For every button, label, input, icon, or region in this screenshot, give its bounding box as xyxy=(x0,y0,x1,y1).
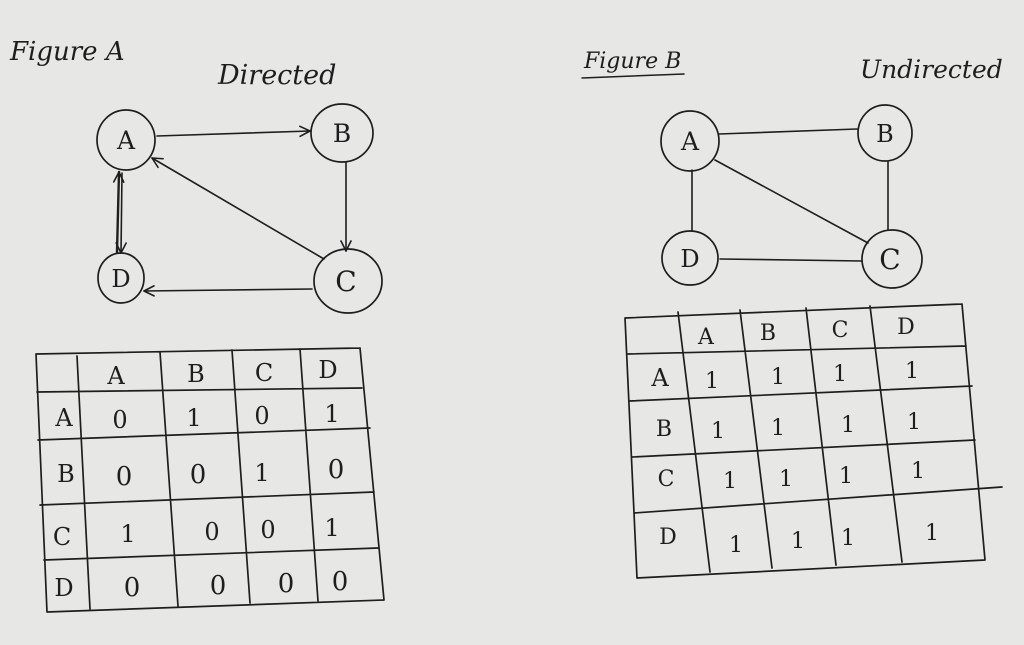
node-a-label: A xyxy=(116,126,136,155)
edge-a-c xyxy=(714,159,869,244)
matrix-b-cell: 1 xyxy=(779,467,793,492)
node-b-label: B xyxy=(333,119,351,148)
figure-a-edges xyxy=(112,125,352,297)
edge-c-to-a xyxy=(151,157,325,260)
matrix-a-cells: 0 1 0 1 0 0 1 0 1 0 0 1 0 0 0 0 xyxy=(112,400,348,603)
matrix-a-row-label: D xyxy=(54,574,73,602)
matrix-b-cell: 1 xyxy=(791,529,805,554)
edge-d-to-a xyxy=(112,170,125,254)
node-c: C xyxy=(313,248,383,314)
figure-a-caption: Figure A xyxy=(9,37,125,67)
matrix-b-row-label: B xyxy=(656,417,672,442)
matrix-a-cell: 0 xyxy=(116,462,133,492)
matrix-b-cell: 1 xyxy=(771,416,785,441)
matrix-b-row-label: A xyxy=(650,364,669,392)
figure-b-edges xyxy=(691,128,889,262)
matrix-a-cell: 1 xyxy=(254,459,269,487)
matrix-a-row-label: C xyxy=(53,523,71,551)
matrix-b-row-label: D xyxy=(659,525,677,550)
matrix-a-cell: 1 xyxy=(324,514,339,542)
matrix-a-cell: 0 xyxy=(210,571,227,601)
matrix-a-cell: 0 xyxy=(124,573,141,603)
node-d: D xyxy=(661,230,719,286)
matrix-b-cell: 1 xyxy=(771,365,785,390)
matrix-a-cell: 0 xyxy=(328,455,345,485)
matrix-a-cell: 0 xyxy=(204,518,219,546)
edge-c-to-d xyxy=(143,285,313,297)
matrix-b-cell: 1 xyxy=(839,464,853,489)
edge-a-to-d xyxy=(115,172,127,254)
edge-c-d xyxy=(719,258,863,262)
node-b: B xyxy=(857,104,913,162)
figure-a-matrix: A B C D A B C D 0 1 0 1 0 0 1 0 1 xyxy=(35,347,385,613)
matrix-a-col-header: D xyxy=(318,356,337,384)
matrix-b-row-labels: A B C D xyxy=(650,364,676,550)
matrix-b-col-header: C xyxy=(832,318,849,343)
matrix-a-row-label: A xyxy=(54,404,73,432)
matrix-b-cell: 1 xyxy=(705,369,719,394)
figure-b-matrix: A B C D A B C D 1 1 1 1 1 1 1 1 1 xyxy=(624,303,1003,579)
node-c: C xyxy=(861,229,923,289)
node-b: B xyxy=(310,103,374,163)
figure-a: Figure A Directed A B C D xyxy=(9,37,385,613)
matrix-a-col-headers: A B C D xyxy=(106,356,337,390)
matrix-a-cell: 0 xyxy=(332,567,349,597)
node-c-label: C xyxy=(879,243,900,276)
figure-a-kind-label: Directed xyxy=(217,60,336,91)
matrix-b-cell: 1 xyxy=(711,419,725,444)
matrix-a-cell: 1 xyxy=(120,520,135,548)
figure-b-caption: Figure B xyxy=(583,49,681,74)
node-a: A xyxy=(96,109,156,171)
node-d-label: D xyxy=(680,245,699,273)
matrix-a-row-label: B xyxy=(57,460,75,488)
edge-a-b xyxy=(718,128,858,135)
matrix-a-grid xyxy=(35,347,385,613)
matrix-a-col-header: A xyxy=(106,362,125,390)
matrix-a-cell: 0 xyxy=(254,402,269,430)
matrix-a-cell: 1 xyxy=(186,404,201,432)
matrix-b-cell: 1 xyxy=(905,359,919,384)
matrix-a-row-labels: A B C D xyxy=(53,404,75,602)
figure-b-kind-label: Undirected xyxy=(860,55,1003,84)
node-d-label: D xyxy=(111,265,130,293)
matrix-b-cell: 1 xyxy=(911,459,925,484)
figure-b: Figure B Undirected A B C D xyxy=(581,49,1003,579)
matrix-b-row-label: C xyxy=(658,467,675,492)
matrix-b-cell: 1 xyxy=(833,362,847,387)
node-b-label: B xyxy=(876,120,894,148)
matrix-b-col-headers: A B C D xyxy=(697,315,915,350)
node-a: A xyxy=(660,110,720,172)
node-d: D xyxy=(97,252,145,304)
matrix-a-cell: 0 xyxy=(260,516,275,544)
matrix-a-col-header: B xyxy=(187,360,205,388)
matrix-b-cell: 1 xyxy=(907,410,921,435)
matrix-b-cell: 1 xyxy=(723,469,737,494)
matrix-a-cell: 0 xyxy=(190,460,207,490)
matrix-b-cell: 1 xyxy=(841,526,855,551)
matrix-b-col-header: B xyxy=(760,321,776,346)
node-c-label: C xyxy=(335,265,356,298)
matrix-a-cell: 1 xyxy=(324,400,339,428)
matrix-a-cell: 0 xyxy=(278,569,295,599)
figure-b-caption-underline xyxy=(581,73,685,79)
matrix-b-cell: 1 xyxy=(925,521,939,546)
matrix-b-col-header: D xyxy=(897,315,915,340)
matrix-b-col-header: A xyxy=(697,325,715,350)
edge-a-to-b xyxy=(156,125,311,138)
matrix-b-cell: 1 xyxy=(729,533,743,558)
matrix-b-cell: 1 xyxy=(841,413,855,438)
node-a-label: A xyxy=(680,127,700,156)
matrix-b-grid xyxy=(624,303,1003,579)
matrix-a-col-header: C xyxy=(255,359,273,387)
matrix-b-cells: 1 1 1 1 1 1 1 1 1 1 1 1 1 1 1 1 xyxy=(705,359,939,558)
matrix-a-cell: 0 xyxy=(112,406,127,434)
